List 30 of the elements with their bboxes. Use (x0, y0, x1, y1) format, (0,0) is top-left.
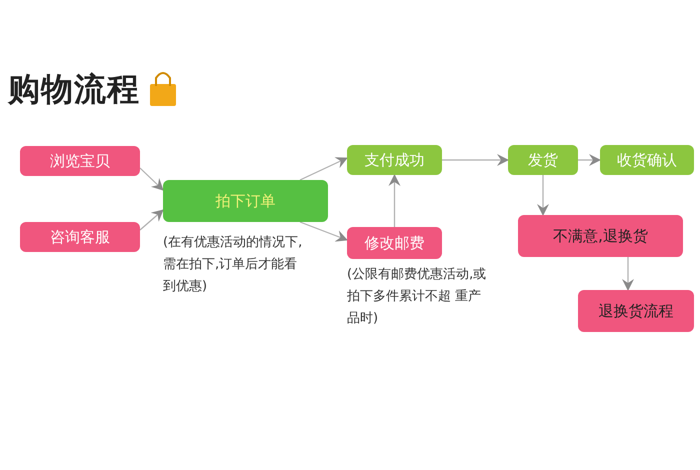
arrow (388, 174, 400, 227)
box-label: 浏览宝贝 (50, 152, 110, 170)
process-box (163, 180, 328, 222)
process-box (347, 227, 442, 259)
note-text: (公限有邮费优惠活动,或拍下多件累计不超 重产品时) (347, 266, 487, 328)
box-label: 退换货流程 (598, 302, 674, 320)
process-box (578, 290, 694, 332)
arrow (300, 157, 348, 181)
box-label: 咨询客服 (50, 228, 110, 246)
process-box (518, 215, 683, 257)
arrow (300, 221, 348, 242)
box-label: 收货确认 (617, 150, 677, 170)
process-box (20, 222, 140, 252)
title: 购物流程 (8, 69, 140, 110)
arrow (140, 209, 164, 230)
process-box (20, 146, 140, 176)
process-box (600, 145, 694, 175)
arrow (442, 154, 509, 166)
arrow (622, 257, 634, 291)
box-label: 修改邮费 (364, 234, 424, 252)
box-label: 拍下订单 (216, 192, 276, 210)
process-box (347, 145, 442, 175)
process-box (508, 145, 578, 175)
note-text: (在有优惠活动的情况下,需在拍下,订单后才能看到优惠) (163, 234, 304, 296)
box-label: 发货 (528, 150, 558, 170)
box-label: 支付成功 (364, 150, 424, 170)
arrow (578, 154, 601, 166)
arrow (537, 175, 549, 216)
box-label: 不满意,退换货 (553, 226, 648, 246)
arrow (140, 168, 164, 191)
